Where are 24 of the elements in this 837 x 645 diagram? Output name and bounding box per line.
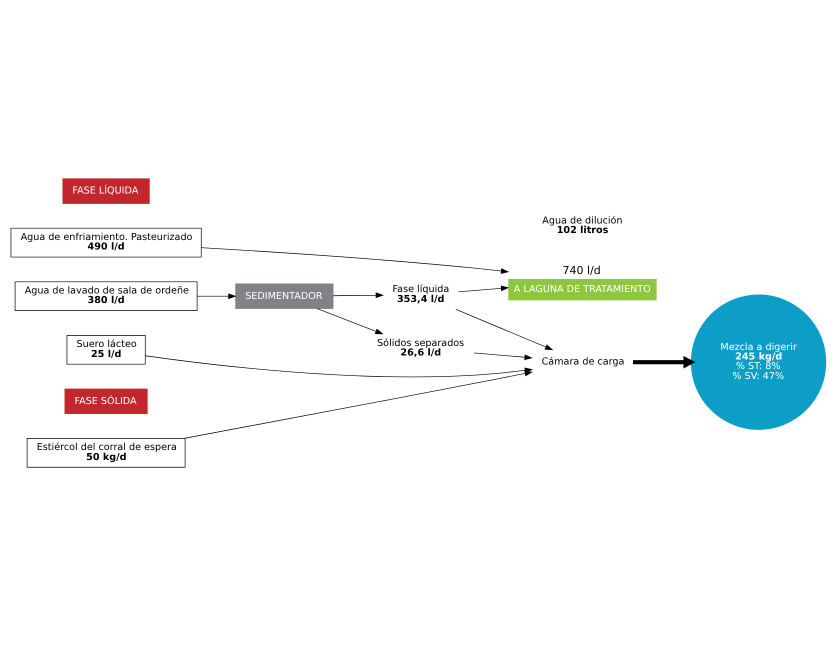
arrow	[196, 292, 236, 299]
node-box: Suero lácteo 25 l/d	[66, 334, 146, 364]
node-label: 740 l/d	[562, 264, 601, 277]
arrow	[332, 292, 384, 298]
node-box: FASE SÓLIDA	[64, 388, 148, 414]
label: Agua de dilución	[542, 215, 623, 226]
node-box: FASE LÍQUIDA	[62, 178, 150, 204]
arrow	[632, 355, 696, 368]
node-box: Estiércol del corral de espera 50 kg/d	[26, 438, 186, 468]
node-box: Agua de lavado de sala de ordeñe 380 l/d	[14, 280, 198, 310]
node-box: SEDIMENTADOR	[235, 283, 334, 308]
arrow	[455, 308, 554, 350]
arrow	[316, 308, 384, 334]
arrow	[474, 352, 533, 360]
arrow	[458, 284, 510, 292]
node-box: A LAGUNA DE TRATAMIENTO	[508, 278, 657, 300]
label: 102 litros	[556, 224, 608, 236]
node-circle: Mezcla a digerir 245 kg/d % ST: 8% % SV: 47%	[690, 294, 826, 430]
node-box: Agua de enfriamiento. Pasteurizado 490 l/d	[10, 227, 202, 257]
node-text: Cámara de carga	[542, 356, 624, 368]
node-text: Sólidos separados 26,6 l/d	[377, 337, 464, 358]
arrow	[184, 370, 533, 438]
arrow	[201, 246, 510, 274]
node-text: Fase líquida 353,4 l/d	[392, 284, 450, 304]
